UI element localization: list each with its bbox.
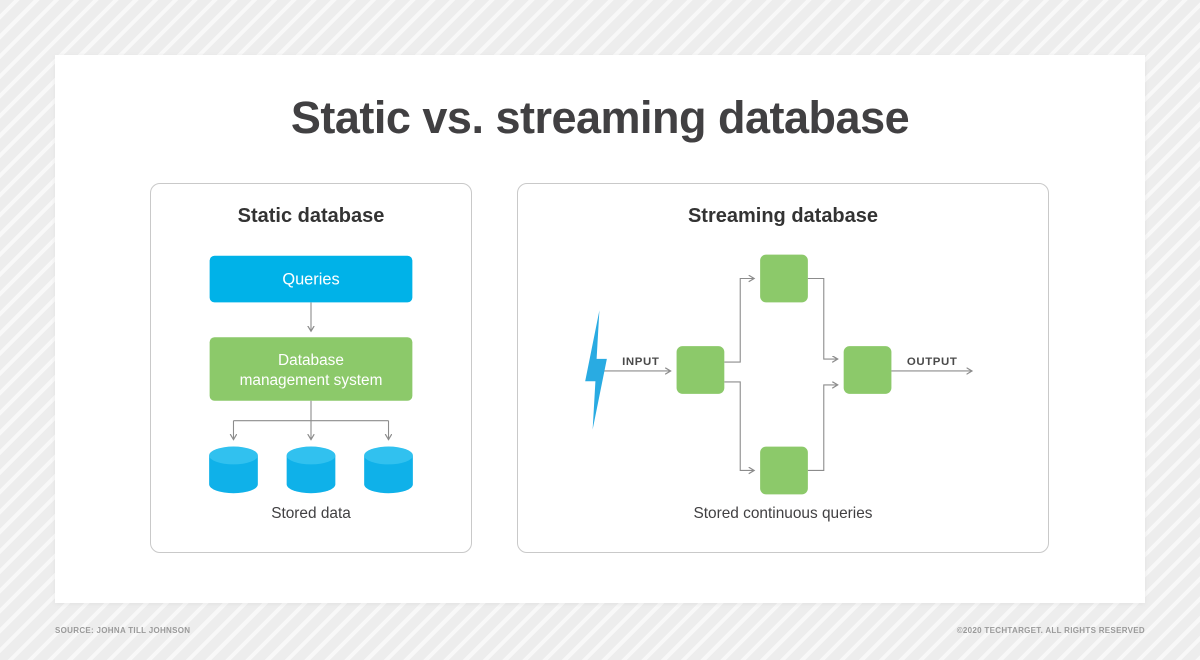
stream-top-operator-box [760, 254, 808, 303]
dbms-box-label-line1: Database [278, 352, 344, 369]
stream-bottom-operator-box [760, 446, 808, 495]
stream-output-operator-box [843, 346, 892, 394]
dbms-box-label-line2: management system [240, 372, 383, 389]
dbms-box [209, 337, 413, 401]
database-cylinder-icon [286, 446, 336, 494]
input-label: INPUT [622, 356, 659, 368]
database-cylinder-icon [364, 446, 413, 494]
copyright-notice: ©2020 TECHTARGET. ALL RIGHTS RESERVED [956, 626, 1145, 635]
static-panel-title: Static database [237, 205, 385, 227]
static-database-diagram: Queries Database management system [209, 255, 413, 522]
source-credit: SOURCE: JOHNA TILL JOHNSON [55, 626, 191, 635]
lightning-bolt-icon [585, 310, 607, 430]
streaming-caption: Stored continuous queries [694, 505, 873, 522]
queries-box-label: Queries [282, 271, 339, 289]
queries-box [209, 255, 413, 303]
connector-bottom-to-output [807, 385, 838, 471]
streaming-database-panel: Streaming database INPUT OUT [517, 183, 1049, 553]
output-label: OUTPUT [907, 356, 958, 368]
connector-input-to-top [724, 278, 754, 363]
infographic-card: Static vs. streaming database Static dat… [55, 55, 1145, 603]
dbms-branch-line [233, 400, 389, 422]
page-title: Static vs. streaming database [290, 92, 910, 143]
streaming-database-diagram: INPUT OUTPUT Stored continuous queries [585, 254, 1048, 522]
stream-input-operator-box [676, 346, 725, 394]
streaming-panel-title: Streaming database [687, 205, 879, 227]
static-caption: Stored data [271, 505, 351, 522]
database-cylinder-icon [209, 446, 258, 494]
static-database-panel: Static database Queries Database managem… [150, 183, 472, 553]
connector-top-to-output [807, 277, 838, 359]
footer: SOURCE: JOHNA TILL JOHNSON ©2020 TECHTAR… [55, 626, 1145, 635]
connector-input-to-bottom [724, 381, 754, 471]
